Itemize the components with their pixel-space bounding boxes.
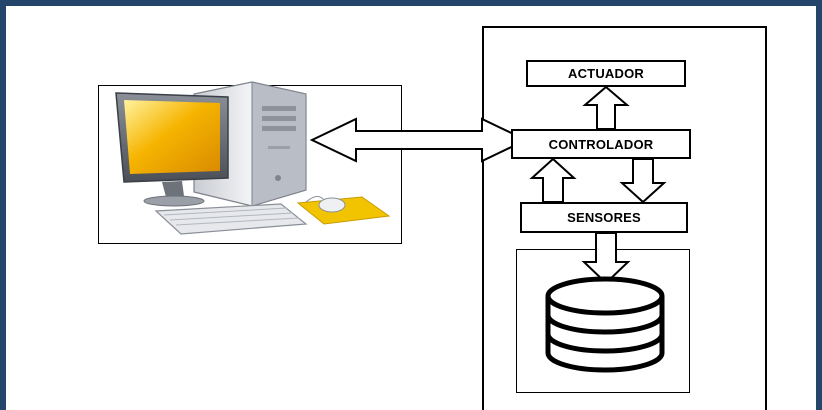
diagram-graphics bbox=[115, 81, 667, 373]
arrow-to-actuator bbox=[582, 85, 630, 130]
actuator-block: ACTUADOR bbox=[526, 60, 686, 87]
sensors-block: SENSORES bbox=[520, 202, 688, 233]
arrow-sensors-to-database bbox=[581, 232, 631, 285]
bidirectional-arrow bbox=[309, 117, 529, 163]
controller-block: CONTROLADOR bbox=[511, 129, 691, 159]
desktop-computer-icon bbox=[115, 81, 391, 235]
arrow-controller-to-sensors bbox=[619, 158, 667, 204]
database-icon bbox=[545, 276, 665, 373]
arrow-sensors-to-controller bbox=[529, 157, 577, 203]
